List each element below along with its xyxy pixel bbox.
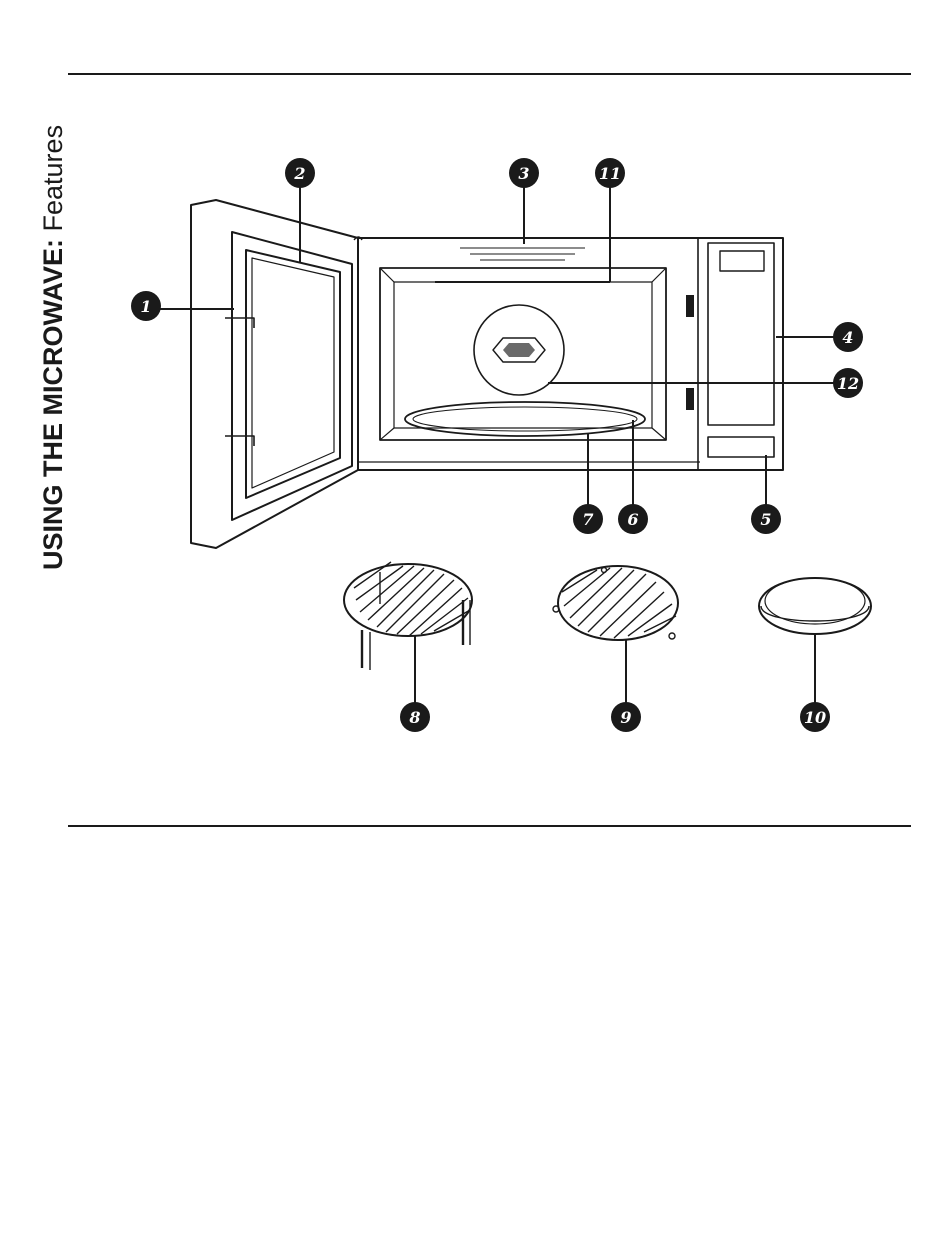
callout-8: 8: [400, 702, 430, 732]
svg-text:3: 3: [518, 164, 529, 183]
callout-10: 10: [800, 702, 830, 732]
svg-text:4: 4: [842, 328, 853, 347]
svg-text:12: 12: [837, 374, 859, 393]
svg-text:8: 8: [408, 708, 420, 727]
door: [191, 200, 362, 548]
oven-turntable: [405, 402, 645, 436]
callout-3: 3: [509, 158, 539, 188]
convection-fan: [474, 305, 564, 395]
low-rack: [553, 566, 678, 640]
callout-6: 6: [618, 504, 648, 534]
callout-7: 7: [573, 504, 603, 534]
control-panel: [708, 243, 774, 457]
high-rack: [344, 562, 472, 670]
callout-2: 2: [285, 158, 315, 188]
callout-5: 5: [751, 504, 781, 534]
callout-1: 1: [131, 291, 161, 321]
svg-text:5: 5: [760, 510, 771, 529]
svg-text:1: 1: [140, 297, 151, 316]
svg-text:10: 10: [804, 708, 826, 727]
svg-text:6: 6: [627, 510, 638, 529]
turntable-tray: [759, 578, 871, 634]
svg-text:11: 11: [599, 164, 621, 183]
svg-text:7: 7: [582, 510, 593, 529]
callout-12: 12: [833, 368, 863, 398]
callout-4: 4: [833, 322, 863, 352]
callout-11: 11: [595, 158, 625, 188]
callout-9: 9: [611, 702, 641, 732]
svg-text:9: 9: [620, 708, 631, 727]
svg-text:2: 2: [293, 164, 305, 183]
